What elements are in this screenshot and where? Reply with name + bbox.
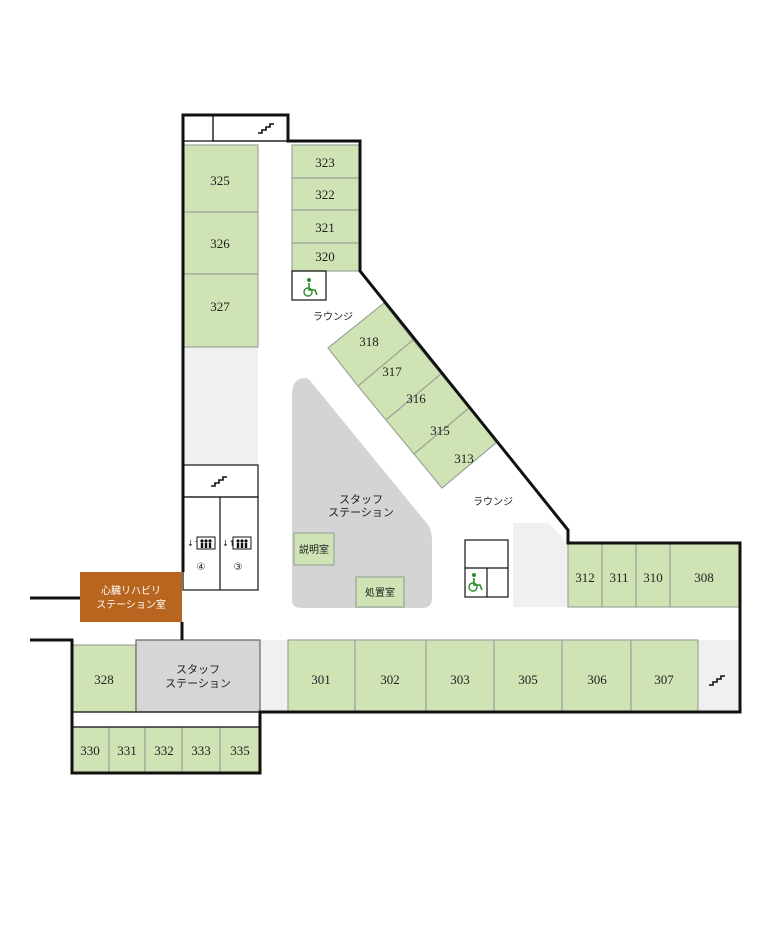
- stair-landing-east: [698, 640, 740, 712]
- room-311[interactable]: [601, 542, 637, 608]
- room-305[interactable]: [493, 639, 563, 713]
- treatment-room[interactable]: [355, 576, 405, 608]
- elevator-icon: ↓↑: [222, 536, 252, 550]
- staff-station-south[interactable]: [135, 639, 261, 713]
- room-326-label: 326: [210, 236, 230, 251]
- stairs-icon: [258, 123, 274, 134]
- room-315-label: 315: [430, 423, 450, 438]
- room-321-label: 321: [315, 220, 335, 235]
- room-308-label: 308: [694, 570, 714, 585]
- room-312-label: 312: [575, 570, 595, 585]
- room-323-label: 323: [315, 155, 335, 170]
- cardiac-rehab-station[interactable]: [80, 572, 182, 622]
- room-303-label: 303: [450, 672, 470, 687]
- room-316-label: 316: [406, 391, 426, 406]
- room-302-label: 302: [380, 672, 400, 687]
- room-318-label: 318: [359, 334, 379, 349]
- room-302[interactable]: [354, 639, 427, 713]
- west-corridor: [183, 347, 258, 465]
- room-323[interactable]: [291, 144, 361, 179]
- room-317-label: 317: [382, 364, 402, 379]
- treatment-room-label: 処置室: [365, 586, 395, 599]
- room-332-label: 332: [154, 743, 174, 758]
- staff-station-south-label-1: スタッフ: [176, 663, 220, 676]
- room-306[interactable]: [561, 639, 632, 713]
- elevator-icon: ↓↑: [187, 536, 216, 550]
- room-311-label: 311: [609, 570, 628, 585]
- wheelchair-icon: [468, 573, 483, 592]
- room-303[interactable]: [425, 639, 495, 713]
- room-335-label: 335: [230, 743, 250, 758]
- room-327-label: 327: [210, 299, 230, 314]
- staff-station-south-label-2: ステーション: [165, 677, 231, 690]
- svg-text:↓↑: ↓↑: [187, 539, 200, 548]
- room-310-label: 310: [643, 570, 663, 585]
- room-301-label: 301: [311, 672, 331, 687]
- wheelchair-icon: [303, 278, 318, 297]
- room-313-label: 313: [454, 451, 474, 466]
- elevator-3-label: ③: [234, 562, 243, 573]
- staff-station-center-label-2: ステーション: [328, 506, 394, 519]
- explanation-room-label: 説明室: [299, 543, 329, 556]
- corridor-gap: [260, 640, 288, 712]
- cardiac-rehab-label-2: ステーション室: [96, 598, 166, 611]
- room-321[interactable]: [291, 209, 361, 244]
- room-331[interactable]: [108, 726, 146, 774]
- staff-station-center-label-1: スタッフ: [339, 493, 383, 506]
- room-301[interactable]: [287, 639, 356, 713]
- cardiac-rehab-label-1: 心臓リハビリ: [101, 585, 161, 597]
- room-305-label: 305: [518, 672, 538, 687]
- room-325-label: 325: [210, 173, 230, 188]
- stairs-icon: [709, 675, 725, 686]
- room-320[interactable]: [291, 242, 361, 272]
- room-325[interactable]: [182, 144, 259, 213]
- room-331-label: 331: [117, 743, 137, 758]
- room-328-label: 328: [94, 672, 114, 687]
- room-333[interactable]: [181, 726, 221, 774]
- room-330-label: 330: [80, 743, 100, 758]
- lounge-lower-label: ラウンジ: [473, 496, 513, 508]
- room-333-label: 333: [191, 743, 211, 758]
- svg-text:↓↑: ↓↑: [222, 539, 235, 548]
- stairs-icon: [211, 476, 227, 487]
- elevator-4-label: ④: [197, 562, 206, 573]
- accessible-toilet-north: [291, 270, 327, 301]
- room-322-label: 322: [315, 187, 335, 202]
- explanation-room[interactable]: [293, 532, 335, 566]
- room-307-label: 307: [654, 672, 674, 687]
- room-327[interactable]: [182, 273, 259, 348]
- room-306-label: 306: [587, 672, 607, 687]
- room-320-label: 320: [315, 249, 335, 264]
- east-lobby: [513, 523, 568, 607]
- lounge-upper-label: ラウンジ: [313, 311, 353, 323]
- outer-wall: [181, 113, 742, 714]
- room-332[interactable]: [144, 726, 183, 774]
